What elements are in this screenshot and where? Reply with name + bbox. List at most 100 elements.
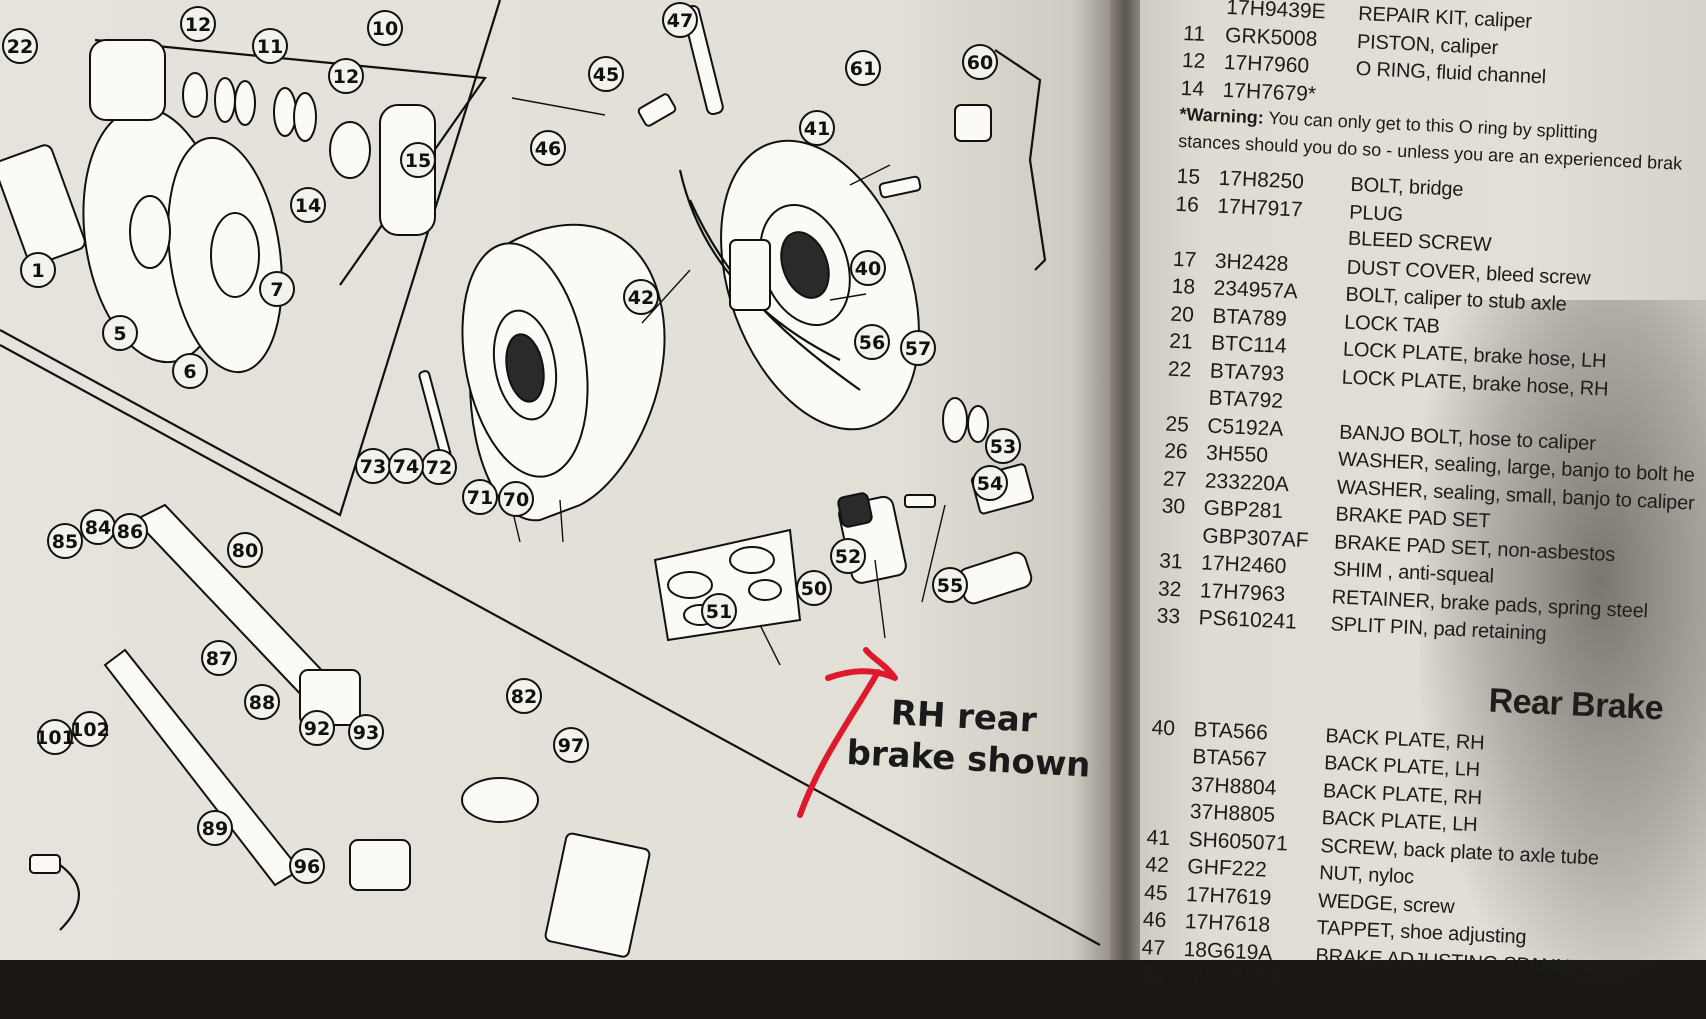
part-ref-number: 31 [1158, 549, 1184, 574]
part-ref-number: 45 [1143, 880, 1169, 905]
exploded-parts-diagram: 1567101112121415224041424546475051525354… [0, 0, 1101, 958]
adjuster-parts-drawing [637, 4, 1047, 271]
callout-number: 52 [835, 546, 861, 568]
callout-number: 54 [977, 473, 1003, 495]
callout-82: 82 [506, 678, 542, 714]
callout-55: 55 [932, 567, 968, 603]
part-code: GWC1102 [1181, 964, 1280, 993]
back-plate-drawing [678, 139, 920, 431]
callout-number: 47 [667, 10, 693, 32]
part-number-callouts: 1567101112121415224041424546475051525354… [2, 2, 1021, 884]
callout-number: 82 [511, 686, 537, 708]
red-arrow-annotation [797, 647, 898, 818]
callout-number: 50 [801, 578, 827, 600]
callout-number: 85 [52, 531, 78, 553]
callout-number: 60 [967, 52, 993, 74]
callout-number: 92 [304, 718, 330, 740]
handbrake-lever-drawing [29, 370, 651, 958]
part-ref-number: 20 [1169, 302, 1195, 327]
callout-number: 87 [206, 648, 232, 670]
callout-leader-lines [509, 97, 946, 666]
part-code: 17H7917 [1216, 194, 1304, 222]
callout-5: 5 [102, 315, 138, 351]
part-ref-number: 21 [1168, 329, 1194, 354]
callout-number: 86 [117, 521, 143, 543]
part-code: BTA789 [1211, 304, 1288, 331]
callout-number: 41 [804, 118, 830, 140]
part-code: SH605071 [1188, 827, 1289, 856]
part-code: 234957A [1213, 276, 1299, 304]
callout-22: 22 [2, 28, 38, 64]
brake-disc-drawing [0, 106, 283, 374]
part-code: GBP307AF [1201, 523, 1310, 552]
part-ref-number: 22 [1167, 357, 1192, 382]
callout-10: 10 [367, 10, 403, 46]
part-ref-number [1160, 540, 1202, 542]
callout-40: 40 [850, 250, 886, 286]
callout-50: 50 [796, 570, 832, 606]
callout-number: 88 [249, 692, 275, 714]
callout-number: 14 [295, 195, 321, 217]
part-code: GBP281 [1203, 496, 1284, 523]
callout-number: 102 [70, 719, 110, 741]
callout-number: 61 [850, 58, 876, 80]
callout-number: 11 [257, 36, 283, 58]
callout-number: 70 [503, 489, 529, 511]
callout-number: 1 [31, 260, 44, 282]
callout-number: 73 [360, 456, 386, 478]
part-code: 3H550 [1205, 441, 1269, 468]
callout-number: 42 [628, 287, 654, 309]
callout-number: 96 [294, 856, 320, 878]
callout-86: 86 [112, 513, 148, 549]
part-ref-number: 12 [1181, 48, 1206, 73]
callout-number: 57 [905, 338, 931, 360]
part-code: PS610241 [1198, 606, 1298, 634]
part-ref-number [1184, 12, 1226, 14]
rh-rear-brake-annotation: RH rear brake shown [846, 690, 1092, 786]
callout-73: 73 [355, 448, 391, 484]
diagonal-divider-line [0, 344, 1101, 946]
part-code: GRK5008 [1224, 23, 1318, 51]
callout-96: 96 [289, 848, 325, 884]
callout-number: 71 [467, 487, 493, 509]
part-code: BTA567 [1191, 745, 1268, 772]
callout-number: 15 [405, 150, 431, 172]
part-ref-number: 11 [1182, 21, 1206, 46]
part-code: BTA566 [1193, 717, 1269, 745]
part-code: BTA792 [1208, 386, 1284, 413]
callout-number: 89 [202, 818, 228, 840]
callout-87: 87 [201, 640, 237, 676]
callout-56: 56 [854, 324, 890, 360]
front-brake-panel-outline [0, 0, 502, 517]
callout-1: 1 [20, 252, 56, 288]
part-ref-number: 26 [1163, 439, 1189, 464]
callout-number: 40 [855, 258, 881, 280]
part-ref-number: 18 [1171, 274, 1196, 299]
part-ref-number: 14 [1180, 76, 1205, 101]
callout-number: 45 [593, 64, 619, 86]
callout-70: 70 [498, 481, 534, 517]
part-ref-number: 30 [1161, 494, 1186, 519]
part-ref-number [1174, 237, 1216, 239]
brake-drum-drawing [461, 223, 666, 522]
part-ref-number: 41 [1146, 825, 1171, 850]
part-code: 17H8250 [1218, 166, 1305, 194]
callout-number: 93 [353, 722, 379, 744]
part-code: 17H7963 [1199, 578, 1286, 606]
callout-7: 7 [259, 271, 295, 307]
part-ref-number: 32 [1157, 576, 1182, 601]
callout-80: 80 [227, 532, 263, 568]
callout-93: 93 [348, 714, 384, 750]
part-ref-number: 50 [1139, 963, 1165, 988]
part-code: 17H2460 [1200, 551, 1287, 579]
callout-60: 60 [962, 44, 998, 80]
part-ref-number: 46 [1142, 908, 1167, 933]
callout-53: 53 [985, 428, 1021, 464]
callout-number: 53 [990, 436, 1016, 458]
callout-number: 101 [35, 727, 75, 749]
callout-84: 84 [80, 509, 116, 545]
part-code: 17H7618 [1184, 909, 1271, 937]
callout-12: 12 [180, 6, 216, 42]
